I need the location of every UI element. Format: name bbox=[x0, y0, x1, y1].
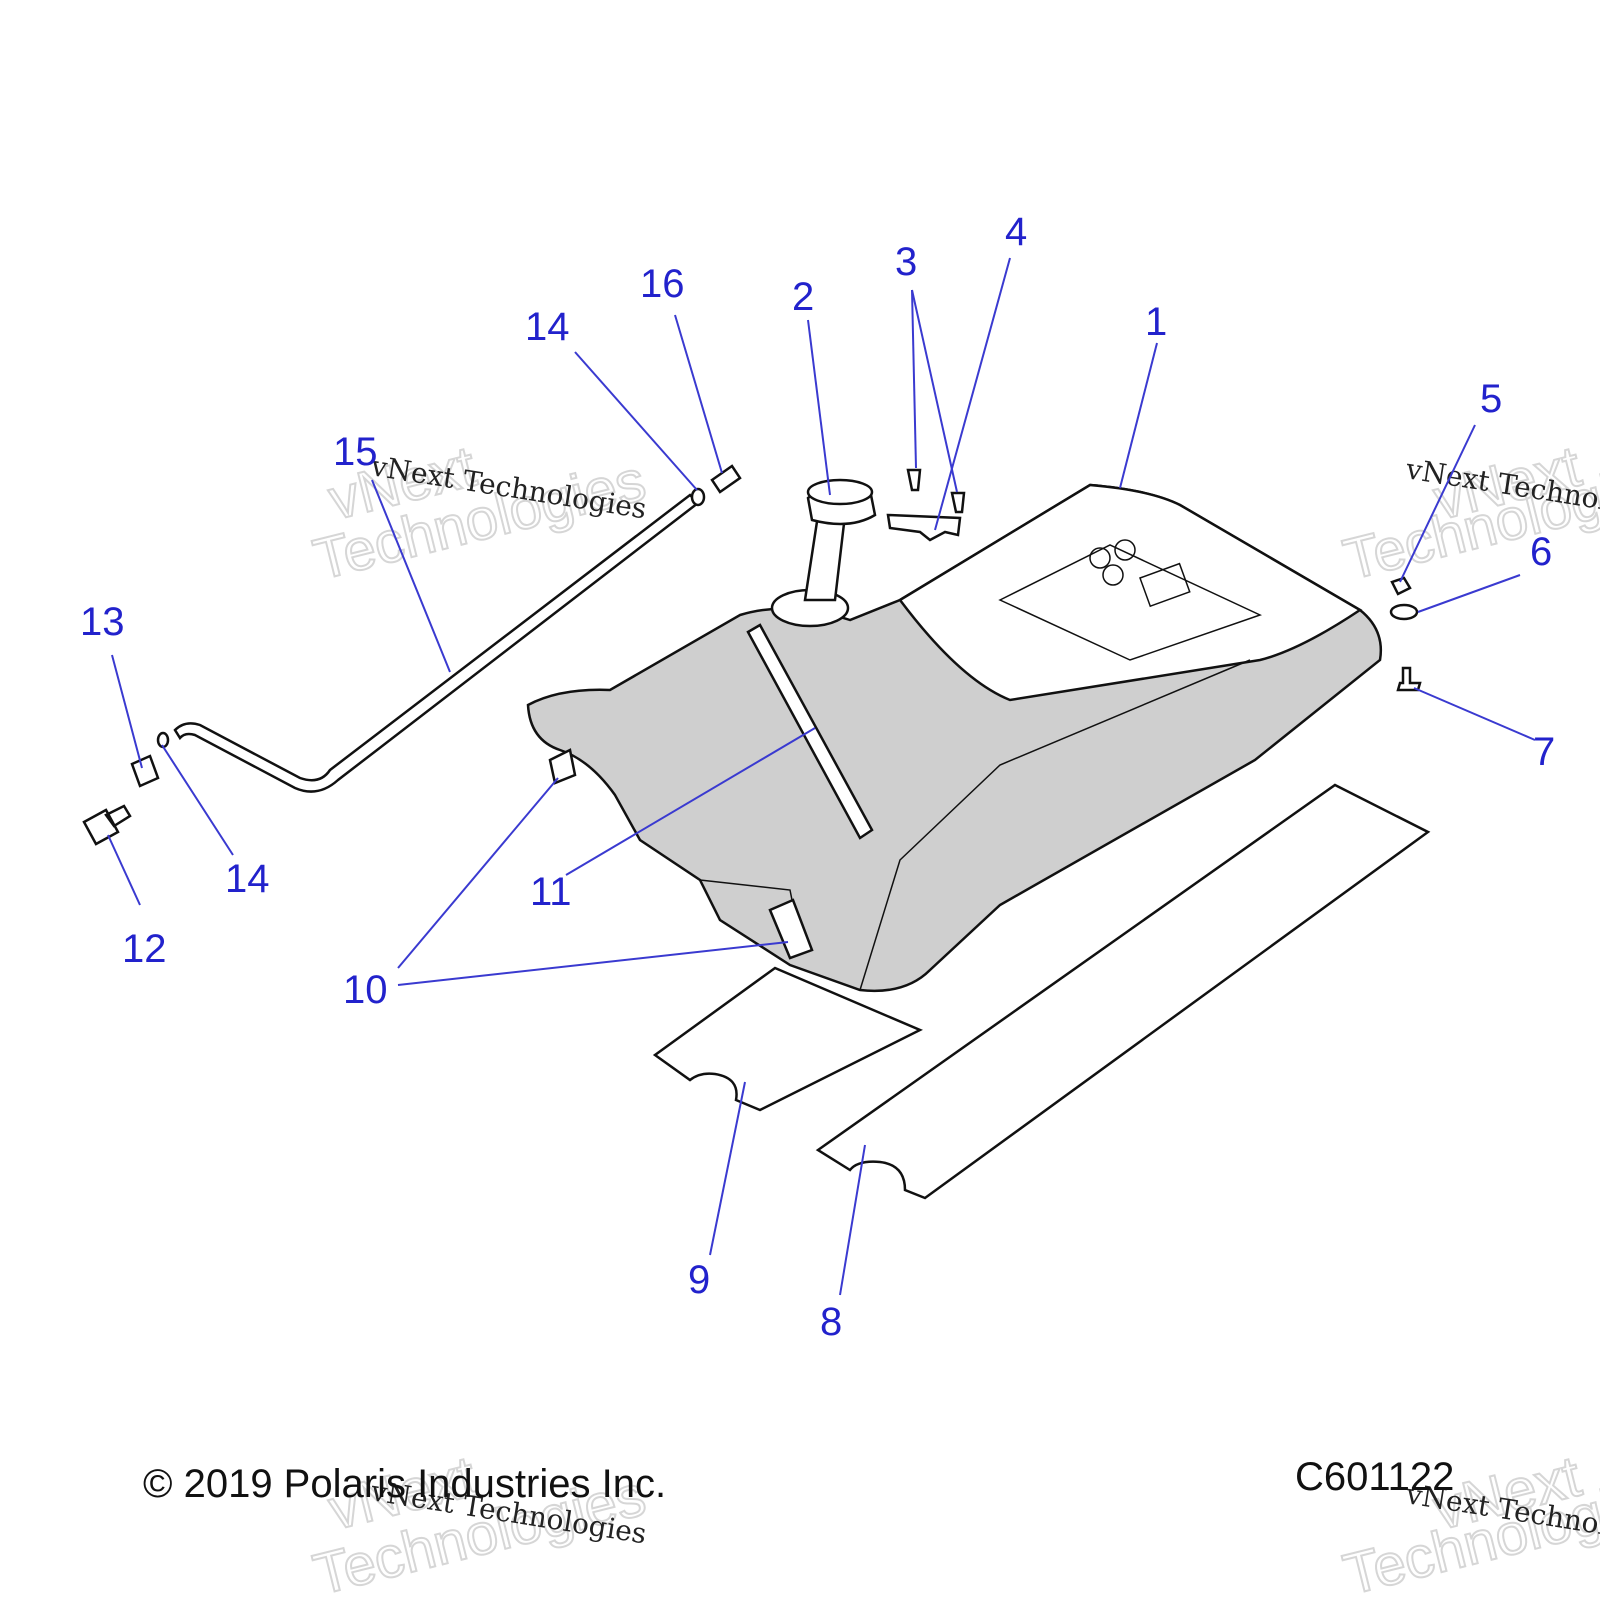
callout-15: 15 bbox=[333, 430, 378, 474]
fitting-16 bbox=[710, 464, 742, 494]
callout-13: 13 bbox=[80, 600, 125, 644]
leader-6 bbox=[1417, 574, 1521, 613]
stud-7 bbox=[1396, 666, 1422, 692]
callout-16: 16 bbox=[640, 262, 685, 306]
leader-lines bbox=[107, 257, 1536, 1296]
fuel-tank-logo-mark bbox=[1139, 562, 1191, 608]
label-10a bbox=[548, 748, 577, 785]
fuel-tank bbox=[526, 483, 1383, 992]
cap-stem bbox=[803, 513, 847, 602]
clamp-14-upper bbox=[690, 487, 706, 507]
leader-3b bbox=[911, 289, 958, 493]
drawing-id: C601122 bbox=[1295, 1455, 1455, 1499]
fuel-cap-top bbox=[806, 478, 874, 506]
leader-10b bbox=[397, 941, 789, 986]
callout-labels: 1 2 3 4 5 6 7 8 9 10 11 12 13 14 14 15 1… bbox=[80, 210, 1555, 1344]
washer-6 bbox=[1389, 603, 1419, 621]
leader-14a bbox=[574, 351, 698, 491]
leader-15 bbox=[371, 479, 451, 673]
leader-5 bbox=[1399, 424, 1476, 583]
callout-4: 4 bbox=[1005, 210, 1027, 254]
fuel-tank-dot-1 bbox=[1089, 547, 1111, 569]
callout-2: 2 bbox=[792, 275, 814, 319]
watermark-group: vNext Technologies vNext Technologies vN… bbox=[306, 433, 1600, 1600]
callout-10: 10 bbox=[343, 968, 388, 1012]
leader-2 bbox=[807, 319, 831, 496]
pad-9-shape bbox=[652, 966, 923, 1112]
callout-5: 5 bbox=[1480, 377, 1502, 421]
fuel-tank-panel-line bbox=[998, 544, 1262, 661]
bolt-3a bbox=[906, 468, 922, 492]
bolt-3b bbox=[950, 491, 966, 514]
fuel-tank-dot-2 bbox=[1114, 539, 1136, 561]
grommet-13 bbox=[130, 754, 160, 788]
callout-7: 7 bbox=[1533, 730, 1555, 774]
callout-8: 8 bbox=[820, 1300, 842, 1344]
leader-9 bbox=[709, 1081, 746, 1256]
leader-12 bbox=[107, 834, 141, 906]
callout-11: 11 bbox=[530, 870, 572, 914]
leader-16 bbox=[674, 314, 723, 474]
leader-1 bbox=[1119, 342, 1158, 489]
leader-8 bbox=[839, 1144, 866, 1296]
callout-9: 9 bbox=[688, 1258, 710, 1302]
callout-1: 1 bbox=[1145, 300, 1167, 344]
fuel-tank-dot-3 bbox=[1102, 564, 1124, 586]
copyright-text: © 2019 Polaris Industries Inc. bbox=[143, 1462, 667, 1506]
leader-10a bbox=[397, 777, 559, 969]
mounting-bracket bbox=[886, 513, 962, 542]
fuel-tank-edge-line bbox=[859, 659, 1251, 991]
leader-14b bbox=[161, 744, 234, 856]
callout-12: 12 bbox=[122, 927, 167, 971]
callout-3: 3 bbox=[895, 240, 917, 284]
leader-3a bbox=[911, 289, 917, 469]
leader-7 bbox=[1413, 687, 1536, 741]
leader-13 bbox=[111, 654, 143, 769]
nut-5 bbox=[1390, 576, 1412, 596]
callout-14-upper: 14 bbox=[525, 305, 570, 349]
fuel-tank-top-deck bbox=[898, 483, 1363, 702]
leader-11 bbox=[565, 727, 816, 876]
fitting-12 bbox=[82, 804, 132, 846]
leader-4 bbox=[934, 257, 1011, 531]
callout-6: 6 bbox=[1530, 530, 1552, 574]
pad-8-shape bbox=[815, 783, 1431, 1200]
callout-14-lower: 14 bbox=[225, 857, 270, 901]
fuel-cap-assembly bbox=[770, 478, 877, 628]
